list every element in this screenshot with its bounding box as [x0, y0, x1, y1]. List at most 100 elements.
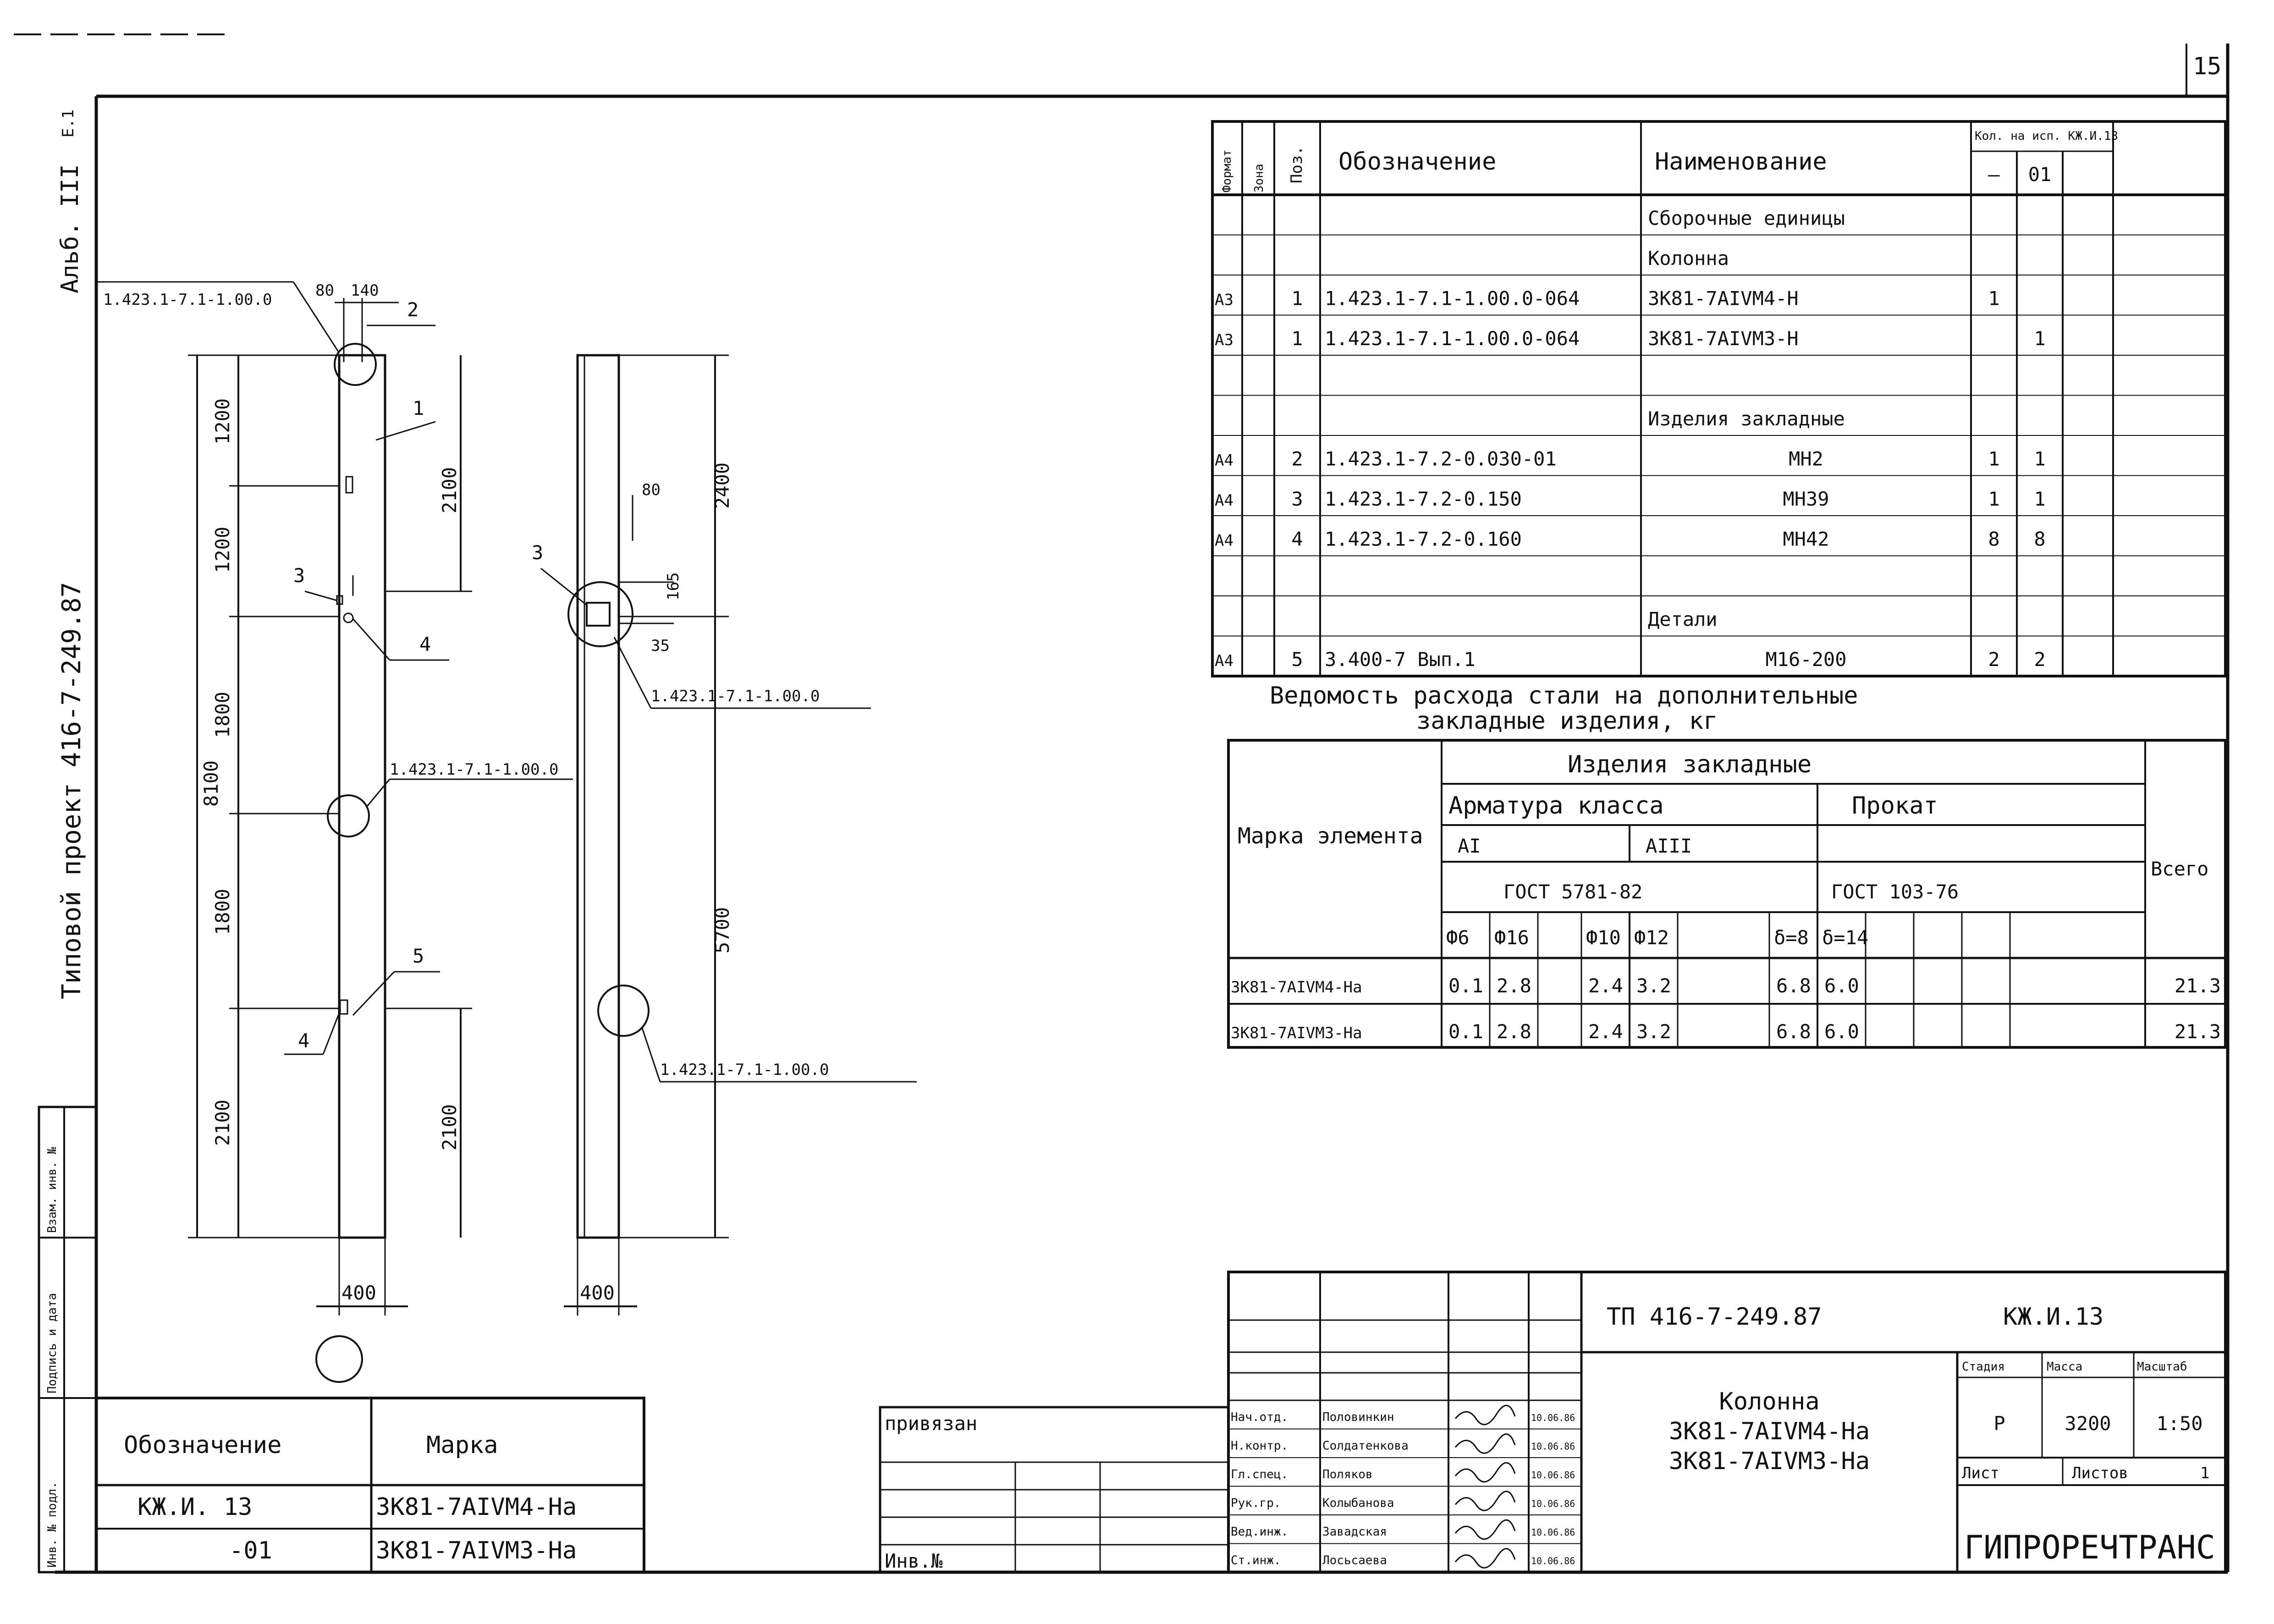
spec-cell-format: А4 — [1215, 532, 1233, 550]
tb-project: ТП 416-7-249.87 — [1607, 1303, 1822, 1331]
spec-cell-qty-1: 2 — [1988, 648, 1999, 671]
steel-subhead: Ф16 — [1494, 926, 1529, 949]
steel-col-mark: Марка элемента — [1238, 823, 1423, 849]
spec-cell-format: А4 — [1215, 491, 1233, 510]
dim-side-5700: 5700 — [711, 907, 733, 953]
side-pos-3: 3 — [532, 541, 543, 564]
spec-cell-designation: 1.423.1-7.2-0.160 — [1325, 528, 1522, 551]
versions-h-mark: Марка — [426, 1431, 498, 1459]
dim-width: 400 — [341, 1282, 376, 1304]
steel-row-cell: 2.4 — [1588, 1020, 1623, 1043]
spec-h-format: Формат — [1220, 149, 1234, 193]
staff-role: Ст.инж. — [1231, 1554, 1281, 1568]
dim-side-80: 80 — [642, 481, 661, 499]
binding-label: привязан — [885, 1412, 977, 1435]
detail-circle-mid — [327, 794, 370, 837]
steel-row-cell: 2.4 — [1588, 974, 1623, 997]
spec-cell-name: Сборочные единицы — [1648, 207, 1845, 230]
staff-role: Вед.инж. — [1231, 1525, 1288, 1539]
stamp-podpis: Подпись и дата — [45, 1293, 59, 1393]
tb-sheet-label: Лист — [1962, 1464, 1999, 1482]
spec-row: Сборочные единицы — [1648, 207, 1845, 230]
dim-right-top: 2100 — [438, 467, 461, 513]
steel-row-total: 21.3 — [2175, 974, 2221, 997]
spec-cell-qty-1: 1 — [1988, 287, 1999, 310]
side-callout-top: 1.423.1-7.1-1.00.0 — [651, 687, 820, 705]
spec-h-name: Наименование — [1655, 148, 1827, 176]
steel-row-cell: 2.8 — [1497, 1020, 1531, 1043]
steel-row-cell: 6.0 — [1824, 1020, 1859, 1043]
staff-name: Колыбанова — [1322, 1497, 1394, 1510]
tb-mass: 3200 — [2065, 1412, 2111, 1435]
steel-subhead: Ф12 — [1634, 926, 1669, 949]
spec-cell-pos: 5 — [1291, 648, 1303, 671]
tb-scale-label: Масштаб — [2137, 1360, 2187, 1374]
dim-top-80: 80 — [315, 281, 334, 300]
detail-circle-top — [334, 343, 377, 386]
spec-cell-qty-1: 1 — [1988, 448, 1999, 470]
staff-date: 10.06.86 — [1531, 1527, 1575, 1538]
spec-cell-pos: 1 — [1291, 287, 1303, 310]
staff-date: 10.06.86 — [1531, 1441, 1575, 1452]
tb-stage: Р — [1993, 1412, 2005, 1435]
dim-seg-3: 1800 — [211, 692, 234, 738]
spec-cell-format: А3 — [1215, 331, 1233, 349]
spec-h-qty: Кол. на исп. КЖ.И.13 — [1975, 129, 2118, 143]
spec-row: Колонна — [1648, 247, 1729, 270]
steel-row-cell: 2.8 — [1497, 974, 1531, 997]
binding-block: привязан Инв.№ — [879, 1406, 1230, 1574]
signature — [1454, 1462, 1516, 1483]
staff-name: Лосьсаева — [1322, 1554, 1387, 1568]
spec-row: Детали — [1648, 608, 1718, 631]
spec-cell-name: М16-200 — [1765, 648, 1846, 671]
spec-cell-pos: 2 — [1291, 448, 1303, 470]
side-callout-bottom: 1.423.1-7.1-1.00.0 — [660, 1061, 829, 1079]
steel-row-total: 21.3 — [2175, 1020, 2221, 1043]
versions-r1-des: КЖ.И. 13 — [138, 1493, 252, 1521]
steel-subhead: δ=14 — [1822, 926, 1868, 949]
staff-role: Гл.спец. — [1231, 1468, 1288, 1481]
signature — [1454, 1404, 1516, 1426]
tb-sheets-label: Листов — [2072, 1464, 2128, 1482]
detail-circle-side-top — [567, 581, 633, 647]
spec-cell-designation: 1.423.1-7.2-0.150 — [1325, 488, 1522, 510]
signature — [1454, 1433, 1516, 1454]
tb-mass-label: Масса — [2047, 1360, 2082, 1374]
binding-inv: Инв.№ — [885, 1550, 943, 1572]
spec-cell-format: А4 — [1215, 652, 1233, 670]
margin-texts: Е.1 Альб. III Типовой проект 416-7-249.8… — [56, 110, 87, 999]
tb-stage-label: Стадия — [1962, 1360, 2005, 1374]
tb-title-1: Колонна — [1719, 1388, 1819, 1415]
spec-cell-pos: 3 — [1291, 488, 1303, 510]
pos-1: 1 — [413, 397, 424, 419]
tb-code: КЖ.И.13 — [2003, 1303, 2103, 1331]
steel-title-1: Ведомость расхода стали на дополнительны… — [1270, 682, 1858, 710]
pos-2: 2 — [407, 298, 418, 321]
spec-cell-qty-1: 8 — [1988, 528, 1999, 551]
spec-cell-name: Колонна — [1648, 247, 1729, 270]
spec-cell-pos: 4 — [1291, 528, 1303, 551]
tb-title-3: 3К81-7АIVМ3-На — [1669, 1448, 1870, 1475]
dim-seg-4: 1800 — [211, 889, 234, 935]
steel-subhead: Ф6 — [1446, 926, 1470, 949]
spec-cell-pos: 1 — [1291, 327, 1303, 350]
stamp-inv-podl: Инв. № подл. — [45, 1481, 59, 1568]
spec-cell-designation: 1.423.1-7.2-0.030-01 — [1325, 448, 1557, 470]
spec-h-zone: Зона — [1252, 164, 1266, 193]
signature — [1454, 1491, 1516, 1511]
spec-cell-qty-2: 1 — [2034, 448, 2045, 470]
steel-row-cell: 6.0 — [1824, 974, 1859, 997]
staff-role: Нач.отд. — [1231, 1410, 1288, 1424]
